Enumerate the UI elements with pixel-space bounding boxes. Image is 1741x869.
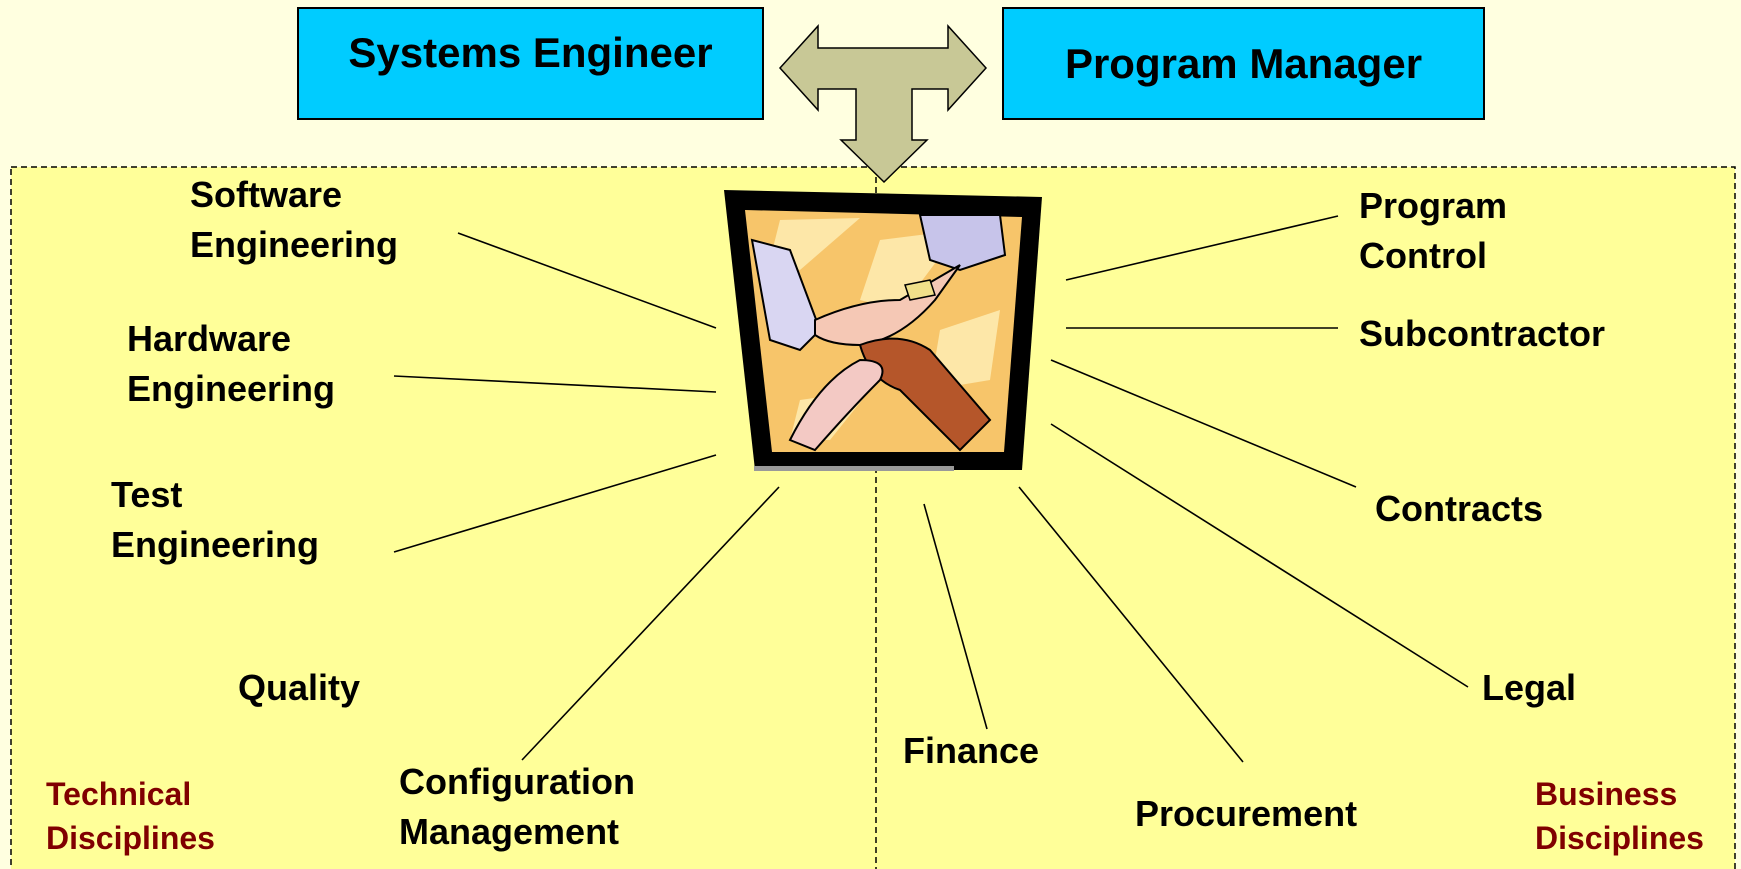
test-engineering-line-2: Engineering	[111, 524, 320, 565]
technical-disciplines-label: Technical Disciplines	[46, 772, 215, 860]
legal-label: Legal	[1482, 667, 1577, 708]
hardware-engineering-line-1: Hardware	[127, 318, 292, 359]
hardware-engineering-line-2: Engineering	[127, 368, 336, 409]
contracts-label: Contracts	[1375, 488, 1544, 529]
configuration-management-line-2: Management	[399, 811, 620, 852]
configuration-management-label: Configuration Management	[399, 757, 635, 857]
program-manager-box: Program Manager	[1002, 7, 1485, 120]
program-control-line-1: Program	[1359, 185, 1508, 226]
upper-hands	[814, 264, 961, 347]
line-test-engineering	[393, 454, 717, 553]
pink-arm	[788, 358, 884, 452]
connector-lines	[393, 215, 1469, 763]
business-disciplines-line-1: Business	[1535, 776, 1678, 812]
hardware-engineering-label: Hardware Engineering	[127, 314, 335, 414]
business-disciplines-line-2: Disciplines	[1535, 820, 1704, 856]
line-finance	[923, 503, 988, 730]
configuration-management-line-1: Configuration	[399, 761, 635, 802]
subcontractor-label: Subcontractor	[1359, 313, 1606, 354]
handshake-icon	[724, 190, 1042, 471]
left-sleeve	[750, 238, 822, 352]
procurement-label: Procurement	[1135, 793, 1358, 834]
software-engineering-line-1: Software	[190, 174, 343, 215]
program-manager-label: Program Manager	[1064, 39, 1423, 87]
quality-label: Quality	[238, 667, 361, 708]
line-hardware-engineering	[393, 375, 717, 393]
frame-shadow-bottom	[754, 466, 954, 471]
finance-label: Finance	[903, 730, 1040, 771]
double-arrow-shape	[778, 24, 988, 184]
line-legal	[1050, 423, 1469, 688]
line-program-control	[1065, 215, 1339, 281]
systems-engineer-box: Systems Engineer	[297, 7, 764, 120]
technical-disciplines-line-2: Disciplines	[46, 820, 215, 856]
right-sleeve	[918, 214, 1007, 272]
test-engineering-line-1: Test	[111, 474, 183, 515]
program-control-line-2: Control	[1359, 235, 1487, 276]
cuff	[904, 279, 936, 301]
business-disciplines-label: Business Disciplines	[1535, 772, 1704, 860]
systems-engineer-label: Systems Engineer	[348, 28, 713, 76]
line-software-engineering	[457, 232, 717, 329]
line-configuration-management	[521, 486, 780, 761]
test-engineering-label: Test Engineering	[111, 470, 319, 570]
program-control-label: Program Control	[1359, 181, 1507, 281]
software-engineering-label: Software Engineering	[190, 170, 398, 270]
technical-disciplines-line-1: Technical	[46, 776, 192, 812]
line-contracts	[1050, 359, 1357, 488]
software-engineering-line-2: Engineering	[190, 224, 399, 265]
line-procurement	[1018, 486, 1244, 763]
